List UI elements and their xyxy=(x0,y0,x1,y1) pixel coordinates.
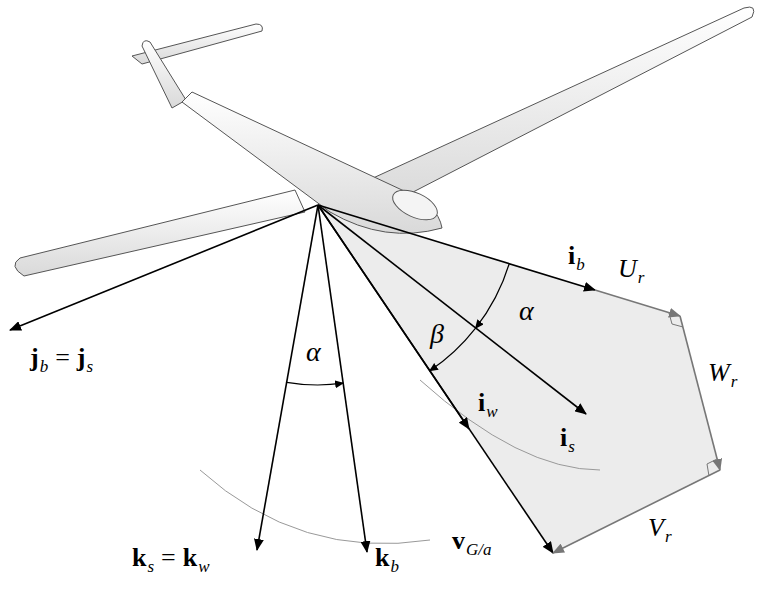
axis-arrows xyxy=(10,205,595,553)
symbol-label: jb=js xyxy=(30,345,93,371)
subscript: w xyxy=(486,403,497,420)
vector-symbol: k xyxy=(183,545,197,571)
velocity-components xyxy=(553,290,720,553)
symbol-label: α xyxy=(306,338,321,366)
subscript: s xyxy=(568,438,575,455)
symbol-label: β xyxy=(430,320,444,348)
component-symbol: U xyxy=(618,256,637,282)
subscript: w xyxy=(198,558,209,575)
symbol-label: Wr xyxy=(708,360,737,386)
symbol-label: ib xyxy=(568,243,585,269)
vector-symbol: k xyxy=(375,545,389,571)
angle-symbol: β xyxy=(430,320,444,348)
symbol-label: is xyxy=(560,425,575,451)
subscript: r xyxy=(638,269,645,286)
glider-drawing xyxy=(15,7,754,276)
sphere-arc xyxy=(420,380,600,470)
vector-symbol: j xyxy=(30,345,39,371)
subscript: r xyxy=(665,528,672,545)
symbol-label: Ur xyxy=(618,256,644,282)
vector-symbol: i xyxy=(478,390,485,416)
symbol-label: Vr xyxy=(648,515,672,541)
subscript: b xyxy=(576,256,585,273)
symbol-label: ks=kw xyxy=(132,545,210,571)
subscript: s xyxy=(147,558,154,575)
vector-symbol: j xyxy=(77,345,86,371)
equals-sign: = xyxy=(161,545,176,571)
vector-symbol: k xyxy=(132,545,146,571)
angle-arcs xyxy=(287,264,510,385)
sphere-arc xyxy=(200,470,430,544)
component-symbol: W xyxy=(708,360,730,386)
symbol-label: vG/a xyxy=(452,528,492,554)
vector-symbol: v xyxy=(452,528,465,554)
equals-sign: = xyxy=(55,345,70,371)
subscript: r xyxy=(731,373,738,390)
vector-symbol: i xyxy=(560,425,567,451)
angle-symbol: α xyxy=(306,338,321,366)
subscript: s xyxy=(87,358,94,375)
component-symbol: V xyxy=(648,515,664,541)
symbol-label: kb xyxy=(375,545,399,571)
angle-symbol: α xyxy=(519,297,534,325)
subscript: b xyxy=(390,558,399,575)
shaded-plane xyxy=(318,205,720,553)
subscript: b xyxy=(40,358,49,375)
vector-symbol: i xyxy=(568,243,575,269)
symbol-label: α xyxy=(519,297,534,325)
subscript: G/a xyxy=(466,541,492,558)
symbol-label: iw xyxy=(478,390,498,416)
